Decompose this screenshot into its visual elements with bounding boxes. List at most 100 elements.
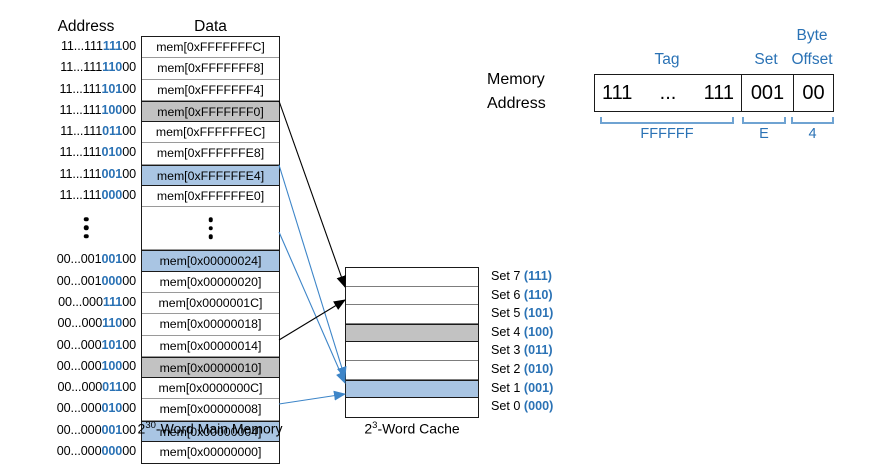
memory-cell: mem[0x00000024] xyxy=(142,250,279,272)
address-row: 00...00010000 xyxy=(36,356,136,377)
address-prefix: 11...111 xyxy=(59,145,102,160)
cache-set-index-bits: (110) xyxy=(523,287,553,302)
cache-set-row xyxy=(346,286,478,306)
field-header-tag: Tag xyxy=(654,51,680,68)
memory-cell: mem[0xFFFFFFEC] xyxy=(142,122,279,144)
address-offset-bits: 00 xyxy=(122,273,136,288)
address-offset-bits: 00 xyxy=(122,39,136,53)
cache-set-row xyxy=(346,342,478,361)
address-prefix: 00...000 xyxy=(56,422,102,437)
memory-cell: mem[0x00000014] xyxy=(142,335,279,357)
address-prefix: 00...000 xyxy=(57,380,103,395)
hex-note-offset: 4 xyxy=(808,126,817,142)
hex-note-tag: FFFFFF xyxy=(640,126,694,142)
cache-set-name: Set 6 xyxy=(491,287,524,302)
address-row: 00...00001100 xyxy=(36,377,136,398)
address-row: 00...00001000 xyxy=(36,398,136,419)
address-offset-bits: 00 xyxy=(122,124,136,139)
address-field-offset: 00 xyxy=(793,75,833,111)
cache-set-label: Set 6 (110) xyxy=(491,286,553,305)
memory-cell: mem[0xFFFFFFE0] xyxy=(142,186,279,208)
cache-caption: 23-Word Cache xyxy=(322,420,502,437)
arrow-00000024-to-set1 xyxy=(278,231,346,385)
tag-bits-left: 111 xyxy=(602,81,633,104)
address-set-bits: 000 xyxy=(101,273,123,288)
address-row: 00...00100000 xyxy=(36,271,136,292)
address-row: 11...11111100 xyxy=(36,36,136,57)
address-prefix: 11...111 xyxy=(59,166,102,181)
address-offset-bits: 00 xyxy=(122,81,136,96)
brace-tag xyxy=(600,117,734,124)
arrow-ffffffe4-to-set1 xyxy=(278,164,347,380)
memory-cell: mem[0xFFFFFFE4] xyxy=(142,164,279,187)
cache-set-index-bits: (101) xyxy=(523,306,554,321)
cache-set-row xyxy=(346,398,478,417)
address-prefix: 11...111 xyxy=(59,188,102,203)
cache-caption-rest: -Word Cache xyxy=(377,420,460,437)
cache-set-name: Set 0 xyxy=(491,399,524,414)
address-field-box: 111 ... 111 001 00 xyxy=(594,74,834,112)
main-memory-table: mem[0xFFFFFFFC]mem[0xFFFFFFF8]mem[0xFFFF… xyxy=(141,36,280,464)
address-offset-bits: 00 xyxy=(122,252,136,267)
cache-set-index-bits: (100) xyxy=(523,324,554,339)
address-set-bits: 111 xyxy=(102,39,123,53)
address-offset-bits: 00 xyxy=(122,145,136,160)
memory-cell: mem[0xFFFFFFF4] xyxy=(142,79,279,101)
address-row: 00...00010100 xyxy=(36,335,136,356)
address-offset-bits: 00 xyxy=(122,444,136,459)
memory-address-label: Memory Address xyxy=(487,68,567,116)
address-row: 11...11110000 xyxy=(36,100,137,121)
cache-set-label: Set 7 (111) xyxy=(491,267,553,286)
address-set-bits: 110 xyxy=(102,60,123,75)
memory-cell: mem[0x00000008] xyxy=(142,399,279,421)
tag-bits-ellipsis: ... xyxy=(659,81,677,104)
cache-set-label: Set 5 (101) xyxy=(491,304,553,323)
memory-caption-base: 2 xyxy=(137,420,146,437)
memory-cell: mem[0x00000020] xyxy=(142,271,279,293)
memory-cell: mem[0x00000004] xyxy=(142,420,279,443)
address-prefix: 00...001 xyxy=(56,273,102,288)
address-offset-bits: 00 xyxy=(122,380,136,395)
cache-set-name: Set 3 xyxy=(491,343,524,358)
brace-set xyxy=(742,117,786,124)
cache-set-row xyxy=(346,305,478,324)
address-set-bits: 001 xyxy=(101,166,123,181)
arrow-ffffff0-to-set4 xyxy=(278,100,346,289)
address-set-bits: 100 xyxy=(101,102,123,117)
cache-set-index-bits: (111) xyxy=(523,269,552,283)
address-row: 11...11111000 xyxy=(36,57,136,78)
address-offset-bits: 00 xyxy=(122,337,136,352)
hex-note-set: E xyxy=(759,126,769,142)
address-row: 11...11101100 xyxy=(36,121,136,142)
memory-cell: mem[0xFFFFFFFC] xyxy=(142,37,279,59)
cache-set-name: Set 5 xyxy=(491,306,524,321)
arrow-00000010-to-set4 xyxy=(278,299,346,341)
field-header-offset: Offset xyxy=(791,51,833,68)
address-offset-bits: 00 xyxy=(122,188,136,203)
cache-set-name: Set 1 xyxy=(491,380,524,395)
address-prefix: 11...111 xyxy=(60,39,103,53)
main-memory-caption: 230-Word Main Memory xyxy=(120,420,300,437)
address-set-bits: 010 xyxy=(101,401,123,416)
address-offset-bits: 00 xyxy=(122,358,136,373)
memory-cell: mem[0x0000001C] xyxy=(142,292,279,315)
tag-bits-right: 111 xyxy=(703,81,734,104)
cache-set-index-bits: (010) xyxy=(523,361,554,376)
address-prefix: 00...001 xyxy=(56,252,102,267)
address-prefix: 00...000 xyxy=(56,337,102,352)
address-offset-bits: 00 xyxy=(122,102,136,117)
address-row: 00...00000000 xyxy=(36,441,136,462)
field-header-byte: Byte xyxy=(796,27,828,44)
cache-set-label: Set 4 (100) xyxy=(491,323,553,342)
cache-set-index-bits: (011) xyxy=(523,343,553,358)
memory-caption-exponent: 30 xyxy=(145,420,156,431)
address-prefix: 00...000 xyxy=(57,316,103,331)
address-set-bits: 001 xyxy=(101,422,123,437)
address-ellipsis xyxy=(36,206,136,249)
address-offset-bits: 00 xyxy=(122,401,136,416)
memory-cell: mem[0x00000010] xyxy=(142,356,279,379)
memory-cell: mem[0x00000000] xyxy=(142,442,279,464)
address-prefix: 00...000 xyxy=(56,444,102,459)
cache-set-index-bits: (001) xyxy=(523,380,554,395)
